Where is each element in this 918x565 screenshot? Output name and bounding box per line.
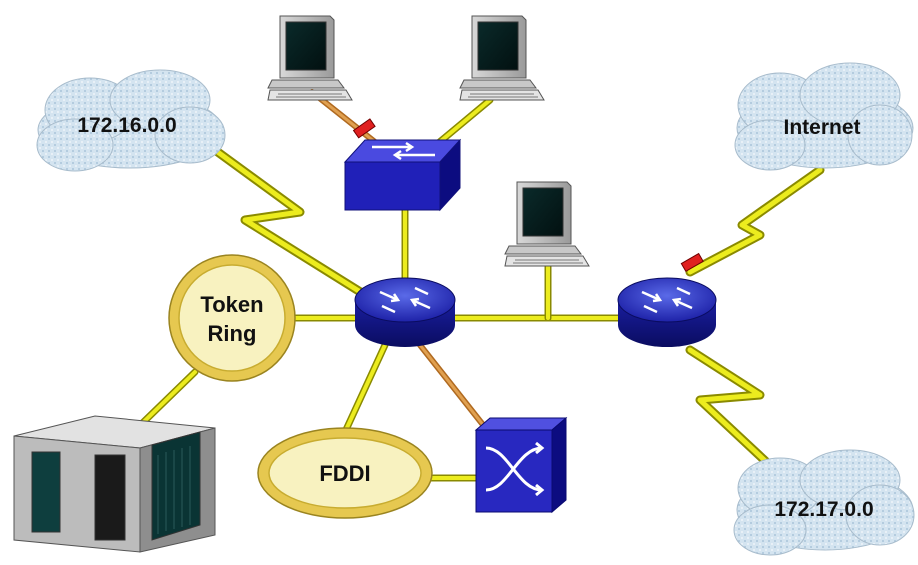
cloud-icon	[36, 69, 226, 172]
computer-icon-3	[504, 181, 590, 267]
hub-icon	[474, 416, 568, 514]
network-label-net-a: 172.16.0.0	[77, 114, 176, 137]
serial-link-net-b	[685, 345, 780, 475]
cloud-net-b: 172.17.0.0	[733, 449, 915, 556]
fddi-ring: FDDI	[257, 427, 433, 519]
token-ring-icon	[168, 254, 296, 382]
cloud-icon	[733, 449, 915, 556]
token-ring: Token Ring	[168, 254, 296, 382]
router-icon-main	[354, 277, 456, 347]
router-icon-edge	[617, 277, 717, 347]
token-ring-label-line1: Token	[200, 292, 263, 317]
cloud-icon	[734, 62, 914, 171]
switch-icon	[343, 138, 462, 212]
network-label-internet: Internet	[783, 116, 860, 139]
computer-icon-2	[459, 15, 545, 101]
server-icon	[13, 415, 216, 553]
network-label-net-b: 172.17.0.0	[774, 498, 873, 521]
connector-icon	[352, 118, 376, 139]
connector-icon	[680, 252, 704, 273]
token-ring-label-line2: Ring	[208, 321, 257, 346]
cloud-net-a: 172.16.0.0	[36, 69, 226, 172]
computer-icon-1	[267, 15, 353, 101]
fddi-ring-icon	[257, 427, 433, 519]
fddi-label: FDDI	[319, 461, 370, 486]
cloud-internet: Internet	[734, 62, 914, 171]
